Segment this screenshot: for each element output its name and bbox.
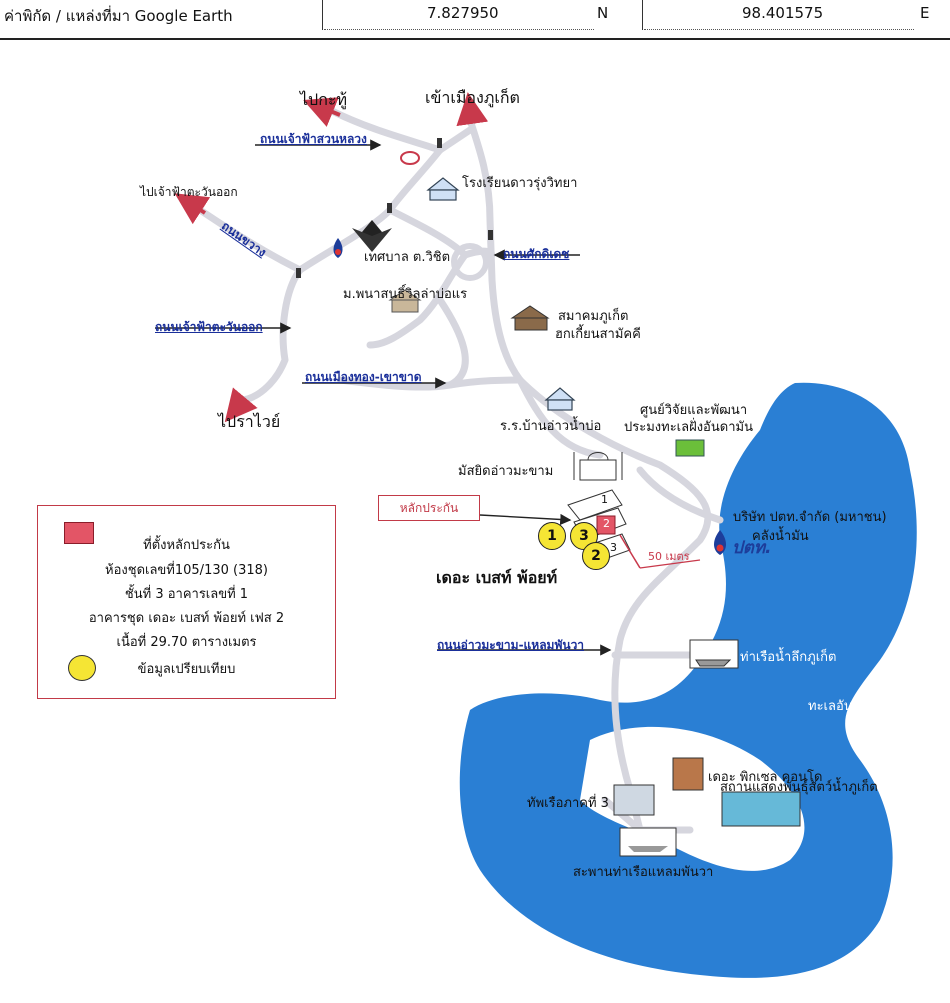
road-pointer-arrows — [155, 139, 612, 656]
road-sakdidej: ถนนศักดิเดช — [503, 247, 570, 261]
label-association2: ฮกเกี้ยนสามัคคี — [555, 327, 641, 342]
label-research-center2: ประมงทะเลฝั่งอันดามัน — [624, 420, 753, 435]
direction-arrows — [174, 92, 489, 423]
collateral-legend-square — [64, 522, 94, 544]
label-school-ao-nam-bo: ร.ร.บ้านอ่าวน้ำบ่อ — [500, 419, 602, 434]
peninsula-land — [580, 726, 805, 871]
latitude-direction: N — [597, 4, 609, 22]
school-icon — [426, 177, 460, 201]
roundabout — [451, 243, 489, 281]
label-mosque: มัสยิดอ่าวมะขาม — [458, 464, 554, 479]
road-ao-makham: ถนนอ่าวมะขาม-แหลมพันวา — [437, 638, 585, 652]
legend-comparables: ข้อมูลเปรียบเทียบ — [137, 662, 236, 677]
navy-ship-icon — [613, 784, 655, 816]
village-house-icon — [388, 289, 422, 313]
label-school-dao-rung: โรงเรียนดาวรุ่งวิทยา — [462, 176, 578, 191]
longitude-dotline — [644, 29, 914, 30]
distance-leader — [639, 559, 701, 569]
pier-ship-icon — [619, 827, 677, 857]
road-chao-fa-suan-luang: ถนนเจ้าฟ้าสวนหลวง — [260, 132, 367, 146]
latitude-value: 7.827950 — [427, 4, 499, 22]
ship-icon-port — [689, 639, 739, 669]
school2-icon — [544, 387, 576, 411]
label-pixel-condo: เดอะ พิกเซล คอนโด — [708, 770, 823, 785]
label-deep-sea-port: ท่าเรือน้ำลึกภูเก็ต — [740, 650, 837, 665]
label-the-best-point: เดอะ เบสท์ พ้อยท์ — [436, 568, 558, 587]
label-research-center: ศูนย์วิจัยและพัฒนา — [640, 403, 748, 418]
aquarium-image — [721, 791, 801, 827]
building-number-2: 2 — [603, 517, 610, 530]
condo-icon — [672, 757, 704, 791]
toyota-logo — [400, 151, 420, 165]
legend-building: อาคารชุด เดอะ เบสท์ พ้อยท์ เฟส 2 — [88, 611, 285, 626]
road-muang-thong: ถนนเมืองทอง-เขาขาด — [305, 370, 422, 384]
longitude-cell: 98.401575 E — [642, 0, 950, 30]
research-center-icon — [675, 439, 705, 457]
longitude-value: 98.401575 — [742, 4, 824, 22]
latitude-cell: 7.827950 N — [322, 0, 643, 30]
association-building-icon — [510, 305, 550, 331]
building-number-3: 3 — [610, 541, 617, 554]
latitude-dotline — [324, 29, 594, 30]
header-label: ค่าพิกัด / แหล่งที่มา Google Earth — [4, 7, 233, 25]
label-village: ม.พนาสนธิ์วิลล่าบ่อแร — [343, 287, 468, 302]
legend-area: เนื้อที่ 29.70 ตารางเมตร — [116, 635, 257, 650]
legend-floor: ชั้นที่ 3 อาคารเลขที่ 1 — [124, 587, 249, 602]
comparable-marker-1: 1 — [538, 522, 566, 550]
legend-collateral-location: ที่ตั้งหลักประกัน — [143, 538, 230, 553]
map-legend: ที่ตั้งหลักประกัน ห้องชุดเลขที่105/130 (… — [37, 505, 336, 699]
label-aquarium: สถานแสดงพันธุ์สัตว์น้ำภูเก็ต — [720, 780, 878, 795]
label-association: สมาคมภูเก็ต — [558, 309, 629, 324]
ptt-depot-icon — [714, 530, 726, 555]
label-andaman-sea: ทะเลอันดามัน — [808, 699, 886, 714]
mosque-icon — [573, 452, 623, 481]
label-ptt-company: บริษัท ปตท.จำกัด (มหาชน) — [733, 510, 887, 525]
label-kathu: ไปกะทู้ — [300, 90, 348, 109]
building-number-1: 1 — [601, 493, 608, 506]
comparable-legend-circle — [68, 655, 96, 681]
label-municipality: เทศบาล ต.วิชิต — [364, 250, 451, 265]
label-navy: ทัพเรือภาคที่ 3 — [527, 796, 609, 811]
label-distance: 50 เมตร — [648, 550, 690, 563]
longitude-direction: E — [920, 4, 930, 22]
collateral-callout: หลักประกัน — [378, 495, 480, 521]
distance-line — [619, 534, 641, 569]
coordinate-header: ค่าพิกัด / แหล่งที่มา Google Earth 7.827… — [0, 0, 950, 40]
collateral-marker — [596, 515, 616, 535]
road-chao-fa-east: ถนนเจ้าฟ้าตะวันออก — [155, 320, 263, 334]
traffic-lights — [296, 138, 493, 278]
header-label-cell: ค่าพิกัด / แหล่งที่มา Google Earth — [0, 0, 323, 30]
label-chao-fa-east-dir: ไปเจ้าฟ้าตะวันออก — [140, 185, 238, 199]
comparable-marker-2: 2 — [582, 542, 610, 570]
municipality-emblem — [352, 220, 392, 252]
legend-unit-no: ห้องชุดเลขที่105/130 (318) — [105, 563, 268, 578]
label-phuket-town: เข้าเมืองภูเก็ต — [425, 88, 520, 107]
label-oil-depot: คลังน้ำมัน — [752, 529, 809, 544]
ptt-logo-text: ปตท. — [732, 538, 772, 558]
ptt-station-icon — [333, 238, 343, 258]
location-map — [155, 92, 917, 978]
label-rawai: ไปราไวย์ — [218, 412, 281, 431]
label-pier-laem-phan-wa: สะพานท่าเรือแหลมพันวา — [573, 865, 714, 880]
